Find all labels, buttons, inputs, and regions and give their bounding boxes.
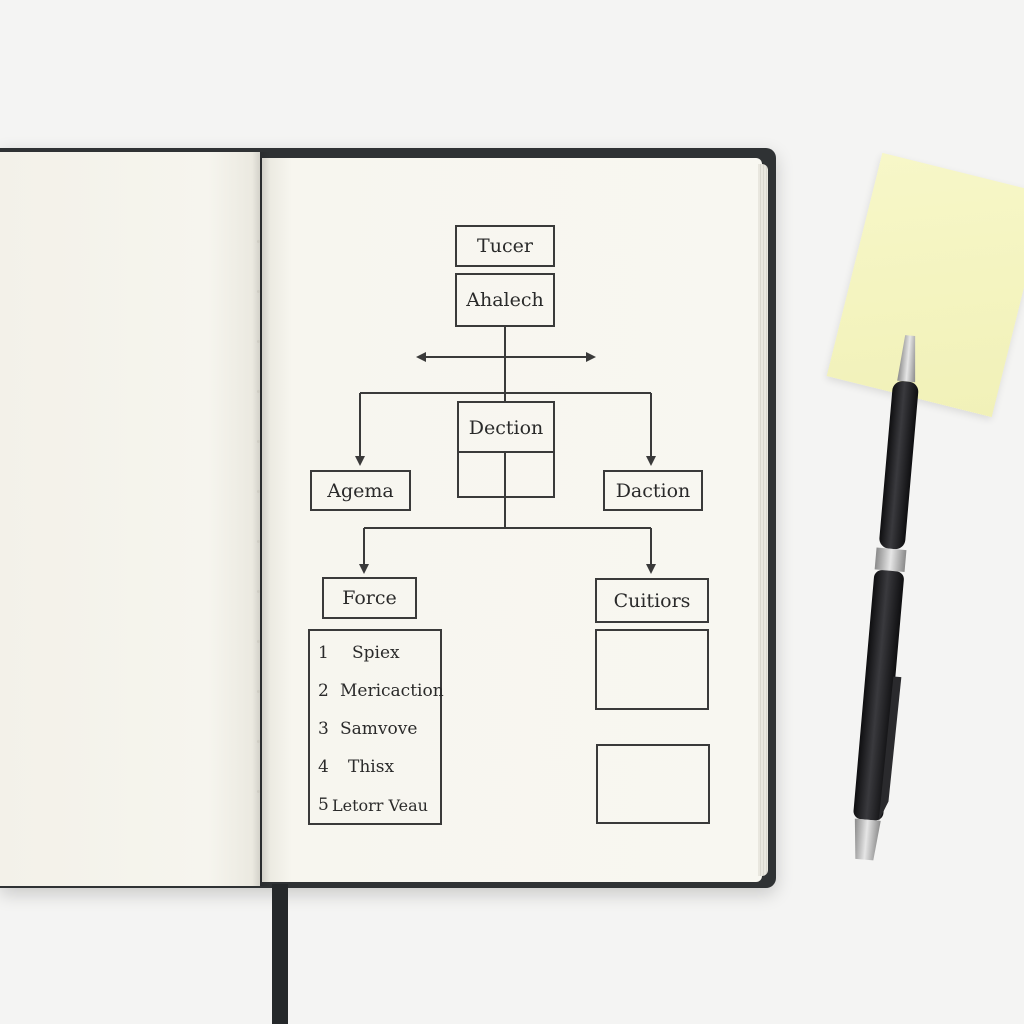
node-right-branch: Daction [603,470,703,511]
bookmark-ribbon [272,884,288,1024]
notebook-page-edges [758,164,768,876]
node-left-branch: Agema [310,470,411,511]
list-item: 2 Mericaction [318,679,444,703]
list-item-number: 2 [318,681,329,701]
node-top: Tucer [455,225,555,267]
list-item-text: Samvove [340,719,418,739]
perforation-dot [257,440,260,443]
list-item-text: Mericaction [340,681,444,701]
notebook-left-page [0,152,260,886]
notebook-gutter [252,152,270,886]
list-item-number: 5 [318,795,329,815]
perforation-dot [257,240,260,243]
list-item-number: 1 [318,643,329,663]
perforation-dot [257,390,260,393]
pen-bottom-tip [854,818,881,861]
perforation-dot [257,590,260,593]
perforation-dot [257,340,260,343]
list-item-text: Spiex [352,643,400,663]
perforation-dot [257,690,260,693]
node-lower-left-label: Force [342,587,397,609]
node-right-branch-label: Daction [615,479,691,502]
node-lower-left: Force [322,577,417,619]
node-second: Ahalech [455,273,555,327]
node-center: Dection [457,401,555,498]
pen-lower-body [853,570,904,821]
perforation-dot [257,540,260,543]
node-lower-right-label: Cuitiors [613,589,691,612]
pen-metal-ring [874,547,907,573]
numbered-list-box: 1 Spiex 2 Mericaction 3 Samvove 4 Thisx … [308,629,444,825]
node-lower-right: Cuitiors [595,578,709,623]
node-center-label: Dection [468,417,544,439]
pen-upper-body [879,381,919,550]
node-center-divider [459,451,553,453]
node-left-branch-label: Agema [327,479,394,502]
pen [853,335,919,861]
list-item-text: Letorr Veau [332,795,428,815]
perforation-dot [257,290,260,293]
perforation-dot [257,740,260,743]
node-second-label: Ahalech [466,289,544,311]
perforation-dot [257,790,260,793]
list-item-number: 3 [318,719,329,739]
notebook-right-page [262,158,762,882]
list-item: 4 Thisx [318,755,394,779]
empty-box [596,744,710,824]
node-top-label: Tucer [477,235,533,257]
pen-clip [878,676,902,821]
perforation-dot [257,490,260,493]
perforation-dot [257,640,260,643]
list-item-text: Thisx [348,757,395,777]
empty-box [595,629,709,710]
pen-top-cap-metal [897,335,916,383]
list-item: 1 Spiex [318,641,400,665]
list-item-number: 4 [318,757,329,777]
list-item: 5 Letorr Veau [318,793,428,817]
list-item: 3 Samvove [318,717,417,741]
